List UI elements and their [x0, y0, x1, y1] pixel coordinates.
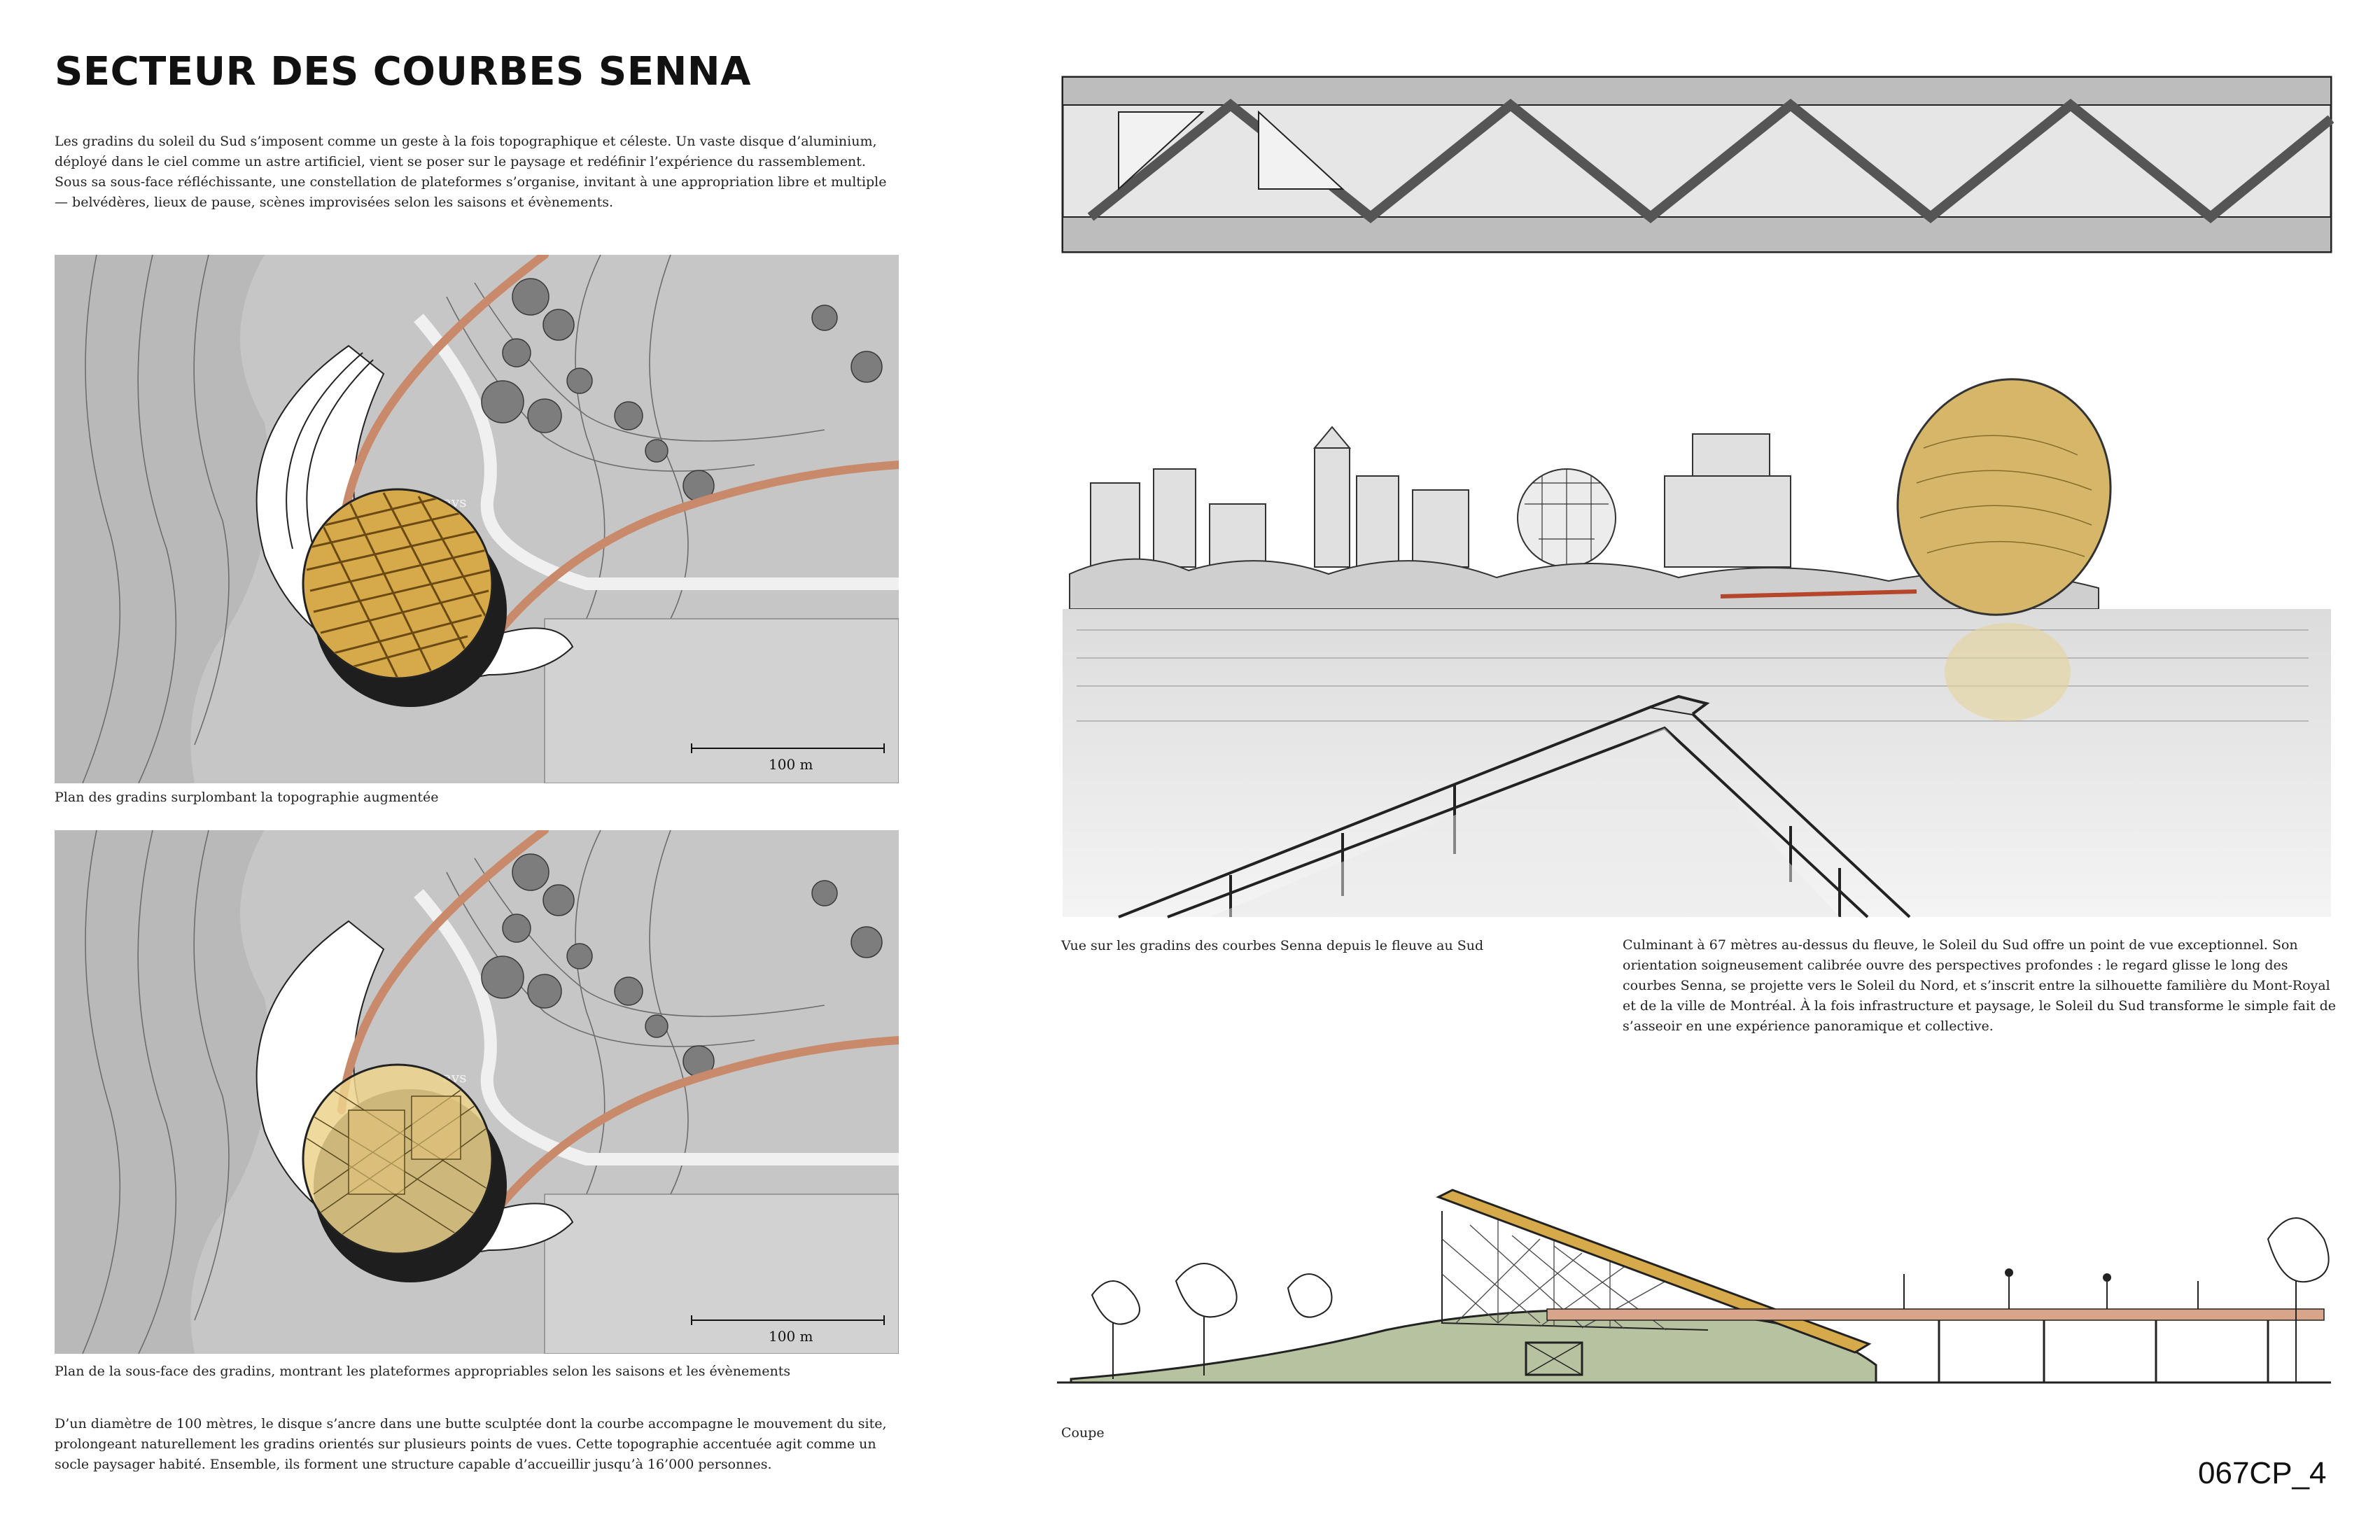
golden-disc: [1896, 378, 2112, 616]
tree-clusters: [481, 853, 883, 1077]
plan-underside: avs 100 m: [55, 830, 899, 1354]
paths: [337, 830, 899, 1233]
scale-bar: [691, 1315, 885, 1325]
perspective-caption: Vue sur les gradins des courbes Senna de…: [1061, 938, 1484, 953]
scale-bar: [691, 743, 885, 753]
disc-top: [302, 488, 493, 680]
perspective-sketch: [1049, 56, 2345, 924]
page-title: SECTEUR DES COURBES SENNA: [55, 49, 752, 94]
walkway: [1546, 1308, 2325, 1321]
chamber: [1525, 1341, 1583, 1376]
section-trees: [1091, 1217, 2330, 1382]
plan-top-surface: avs: [55, 255, 899, 783]
plan-top-drawing: avs: [55, 255, 899, 783]
paths: [337, 255, 899, 658]
section-caption: Coupe: [1061, 1425, 1105, 1441]
scale-bar-label: 100 m: [769, 1328, 813, 1345]
closing-paragraph: D’un diamètre de 100 mètres, le disque s…: [55, 1416, 887, 1472]
plan-underside-caption: Plan de la sous-face des gradins, montra…: [55, 1364, 791, 1379]
disc-reflection: [1945, 623, 2071, 721]
page-number: 067CP_4: [2198, 1456, 2327, 1490]
section-drawing: [1036, 1155, 2345, 1407]
plan-top-caption: Plan des gradins surplombant la topograp…: [55, 790, 439, 805]
intro-paragraph: Les gradins du soleil du Sud s’imposent …: [55, 134, 887, 210]
scale-bar-label: 100 m: [769, 756, 813, 773]
panorama-paragraph: Culminant à 67 mètres au-dessus du fleuv…: [1623, 937, 2337, 1034]
city-skyline: [1090, 426, 1791, 568]
tree-clusters: [481, 278, 883, 502]
red-walkway: [1720, 589, 1917, 598]
plan-underside-drawing: avs 100 m: [55, 830, 899, 1354]
bridge-truss: [1061, 76, 2334, 253]
